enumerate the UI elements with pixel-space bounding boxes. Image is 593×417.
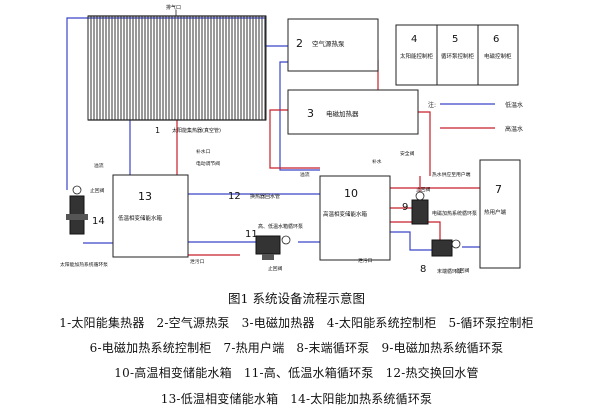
pipe12-number: 12 bbox=[228, 191, 241, 202]
cabinet6-name: 电磁控制柜 bbox=[484, 52, 512, 60]
figure-title: 图1 系统设备流程示意图 bbox=[228, 291, 365, 306]
pump-14: 14 太阳能加热系统循环泵 bbox=[60, 185, 108, 268]
pump8-name: 末端循环泵 bbox=[437, 268, 462, 275]
legend-item: 12-热交换回水管 bbox=[385, 366, 479, 380]
user-tag-label: 热水供应至用户端 bbox=[432, 171, 471, 178]
legend-item: 11-高、低温水箱循环泵 bbox=[243, 366, 374, 380]
supply-inlet-label: 补水口 bbox=[196, 148, 211, 155]
stop-valve-c-label: 止回阀 bbox=[455, 267, 470, 274]
cabinet5-name: 循环泵控制柜 bbox=[441, 52, 475, 60]
pump11-number: 11 bbox=[245, 229, 258, 240]
legend-item: 2-空气源热泵 bbox=[156, 316, 230, 330]
collector-number: 1 bbox=[155, 126, 160, 135]
legend-item: 5-循环泵控制柜 bbox=[448, 316, 534, 330]
legend-item: 3-电磁加热器 bbox=[241, 316, 315, 330]
valve-annotations: 补水口 电动调节阀 溢流 溢流 泄污口 泄污口 补水 止回阀 止回阀 止回阀 止… bbox=[90, 148, 471, 274]
tank13-number: 13 bbox=[138, 190, 152, 203]
pipe12-name: 换热器回水管 bbox=[250, 193, 280, 200]
legend-item: 6-电磁加热系统控制柜 bbox=[89, 341, 212, 355]
cabinet5-number: 5 bbox=[452, 34, 458, 45]
legend-item: 13-低温相变储能水箱 bbox=[160, 392, 279, 406]
heat-pump-number: 2 bbox=[296, 37, 303, 50]
collector-name: 太阳能集热器(真空管) bbox=[172, 127, 221, 134]
low-temp-tank: 13 低温相变储能水箱 bbox=[112, 174, 189, 258]
pump9-name: 电磁加热系统循环泵 bbox=[432, 210, 477, 217]
process-flow-diagram: 注: 低温水 高温水 1 太阳能集热器(真空管) 排气口 2 空气源热泵 3 bbox=[60, 4, 523, 275]
stop-valve-d-label: 止回阀 bbox=[416, 186, 431, 193]
heat-pump-name: 空气源热泵 bbox=[312, 39, 345, 48]
overflow-right-label: 溢流 bbox=[300, 171, 310, 178]
legend-note: 注: bbox=[428, 101, 436, 109]
overflow-left-label: 溢流 bbox=[94, 162, 104, 169]
legend-line-3: 10-高温相变储能水箱 11-高、低温水箱循环泵 12-热交换回水管 bbox=[0, 364, 593, 381]
legend-item: 4-太阳能系统控制柜 bbox=[326, 316, 437, 330]
legend-key: 注: 低温水 高温水 bbox=[428, 101, 523, 133]
legend-item: 8-末端循环泵 bbox=[296, 341, 370, 355]
tank10-number: 10 bbox=[344, 187, 358, 200]
drain-mid-label: 泄污口 bbox=[358, 257, 373, 264]
exhaust-valve-label: 排气口 bbox=[166, 4, 181, 11]
legend-low-label: 低温水 bbox=[505, 101, 523, 109]
makeup-water-label: 补水 bbox=[372, 158, 382, 165]
cabinet4-name: 太阳能控制柜 bbox=[400, 52, 434, 60]
solar-collector: 1 太阳能集热器(真空管) 排气口 bbox=[87, 4, 267, 135]
legend-high-label: 高温水 bbox=[505, 125, 523, 133]
control-cabinets: 4 太阳能控制柜 5 循环泵控制柜 6 电磁控制柜 bbox=[395, 24, 519, 86]
cabinet6-number: 6 bbox=[493, 34, 499, 45]
solenoid-valve-right-label: 安全阀 bbox=[400, 150, 415, 157]
pump-11: 11 高、低温水箱循环泵 bbox=[245, 223, 303, 260]
legend-line-1: 1-太阳能集热器 2-空气源热泵 3-电磁加热器 4-太阳能系统控制柜 5-循环泵控制柜 bbox=[0, 314, 593, 331]
drain-left-label: 泄污口 bbox=[190, 258, 205, 265]
air-source-heat-pump: 2 空气源热泵 bbox=[287, 18, 379, 72]
pump14-number: 14 bbox=[92, 216, 105, 227]
pump9-number: 9 bbox=[402, 202, 408, 213]
user-number: 7 bbox=[495, 183, 502, 196]
pump8-number: 8 bbox=[420, 264, 426, 275]
electric-heater-name: 电磁加热器 bbox=[326, 109, 359, 118]
electric-heater: 3 电磁加热器 bbox=[287, 89, 419, 135]
stop-valve-b-label: 止回阀 bbox=[268, 265, 283, 272]
legend-item: 1-太阳能集热器 bbox=[59, 316, 145, 330]
user-name: 热用户端 bbox=[484, 208, 507, 216]
legend-line-2: 6-电磁加热系统控制柜 7-热用户端 8-末端循环泵 9-电磁加热系统循环泵 bbox=[0, 339, 593, 356]
electric-heater-number: 3 bbox=[307, 107, 314, 120]
cabinet4-number: 4 bbox=[411, 34, 417, 45]
pump-9: 9 电磁加热系统循环泵 bbox=[402, 191, 477, 225]
legend-item: 10-高温相变储能水箱 bbox=[114, 366, 232, 380]
pump-8: 8 末端循环泵 bbox=[420, 239, 462, 275]
stop-valve-a-label: 止回阀 bbox=[90, 187, 105, 194]
legend-line-4: 13-低温相变储能水箱 14-太阳能加热系统循环泵 bbox=[0, 390, 593, 407]
legend-item: 9-电磁加热系统循环泵 bbox=[381, 341, 504, 355]
pump11-name: 高、低温水箱循环泵 bbox=[258, 223, 303, 230]
legend-item: 14-太阳能加热系统循环泵 bbox=[290, 392, 433, 406]
legend-item: 7-热用户端 bbox=[223, 341, 285, 355]
pump14-name: 太阳能加热系统循环泵 bbox=[60, 261, 108, 268]
high-temp-tank: 10 高温相变储能水箱 bbox=[319, 175, 391, 261]
solenoid-valve-label: 电动调节阀 bbox=[196, 160, 220, 167]
tank13-name: 低温相变储能水箱 bbox=[118, 214, 163, 222]
heat-user-end: 7 热用户端 bbox=[479, 159, 521, 269]
tank10-name: 高温相变储能水箱 bbox=[323, 210, 368, 218]
